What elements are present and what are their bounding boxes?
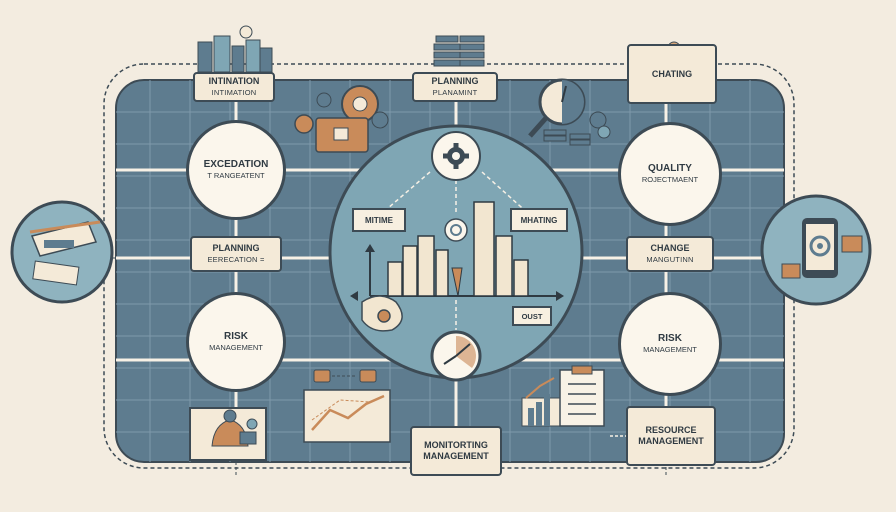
circle-right-bottom-line1: RISK	[658, 333, 682, 344]
circle-right-bottom-line2: MANAGEMENT	[643, 345, 697, 354]
circle-left-top-line1: EXCEDATION	[203, 159, 269, 170]
workflow-icon	[313, 369, 377, 383]
circle-left-bottom-line1: RISK	[224, 331, 248, 342]
node-top-left-line2: INTIMATION	[211, 88, 257, 97]
node-mid-right-line2: MANGUTINN	[646, 255, 694, 264]
documents-pen-badge	[10, 200, 114, 304]
coin-stack-icon	[433, 35, 485, 67]
node-top-right-line1: CHATING	[651, 68, 693, 79]
node-top-left: INTINATION INTIMATION	[193, 72, 275, 102]
axis-arrow-x-left	[350, 291, 358, 301]
phone-target-icon	[781, 218, 863, 279]
hub-bar-chart	[387, 201, 529, 297]
callout-right-text: MHATING	[520, 215, 558, 225]
clipboard-chart-icon	[521, 365, 605, 427]
callout-bottom-text: OUST	[521, 311, 543, 321]
axis-arrow-x	[556, 291, 564, 301]
node-bottom-right-line1: RESOURCE	[645, 425, 697, 435]
circle-left-bottom: RISK MANAGEMENT	[186, 292, 286, 392]
node-mid-left: PLANNING EERECATION =	[190, 236, 282, 272]
puzzle-people-icon	[189, 407, 267, 461]
node-top-left-line1: INTINATION	[208, 76, 260, 86]
node-mid-left-line2: EERECATION =	[207, 255, 265, 264]
growth-chart-icon	[303, 389, 391, 443]
node-mid-right-line1: CHANGE	[650, 243, 690, 253]
gears-chest-icon	[294, 85, 389, 153]
node-bottom-center-line2: MANAGEMENT	[423, 451, 489, 461]
node-bottom-right-line2: MANAGEMENT	[638, 436, 704, 446]
node-top-center-line1: PLANNING	[431, 76, 479, 86]
refresh-icon	[444, 218, 468, 242]
circle-left-top: EXCEDATION T RANGEATENT	[186, 120, 286, 220]
circle-left-bottom-line2: MANAGEMENT	[209, 343, 263, 352]
small-gears-icon	[361, 295, 403, 332]
node-bottom-center-line1: MONITORTING	[424, 440, 488, 450]
node-bottom-right: RESOURCE MANAGEMENT	[626, 406, 716, 466]
callout-left-text: MITIME	[365, 215, 393, 225]
gear-icon	[443, 143, 469, 169]
circle-right-bottom: RISK MANAGEMENT	[618, 292, 722, 396]
callout-left: MITIME	[352, 208, 406, 232]
callout-right: MHATING	[510, 208, 568, 232]
city-buildings-icon	[197, 25, 273, 73]
node-top-center: PLANNING PLANAMINT	[412, 72, 498, 102]
node-top-right: CHATING	[627, 44, 717, 104]
node-bottom-center: MONITORTING MANAGEMENT	[410, 426, 502, 476]
magnifier-clock-icon	[528, 78, 611, 146]
hub-dashed-links	[379, 171, 531, 330]
callout-bottom: OUST	[512, 306, 552, 326]
circle-left-top-line2: T RANGEATENT	[207, 171, 265, 180]
hub-arrow-marker	[451, 267, 463, 297]
circle-right-top-line2: ROJECTMAENT	[641, 175, 699, 184]
circle-right-top: QUALITY ROJECTMAENT	[618, 122, 722, 226]
axis-arrow-y	[365, 244, 375, 252]
documents-pen-icon	[29, 220, 101, 286]
circle-right-top-line1: QUALITY	[648, 163, 692, 174]
node-top-center-line2: PLANAMINT	[432, 88, 478, 97]
node-mid-right: CHANGE MANGUTINN	[626, 236, 714, 272]
node-mid-left-line1: PLANNING	[212, 243, 260, 253]
